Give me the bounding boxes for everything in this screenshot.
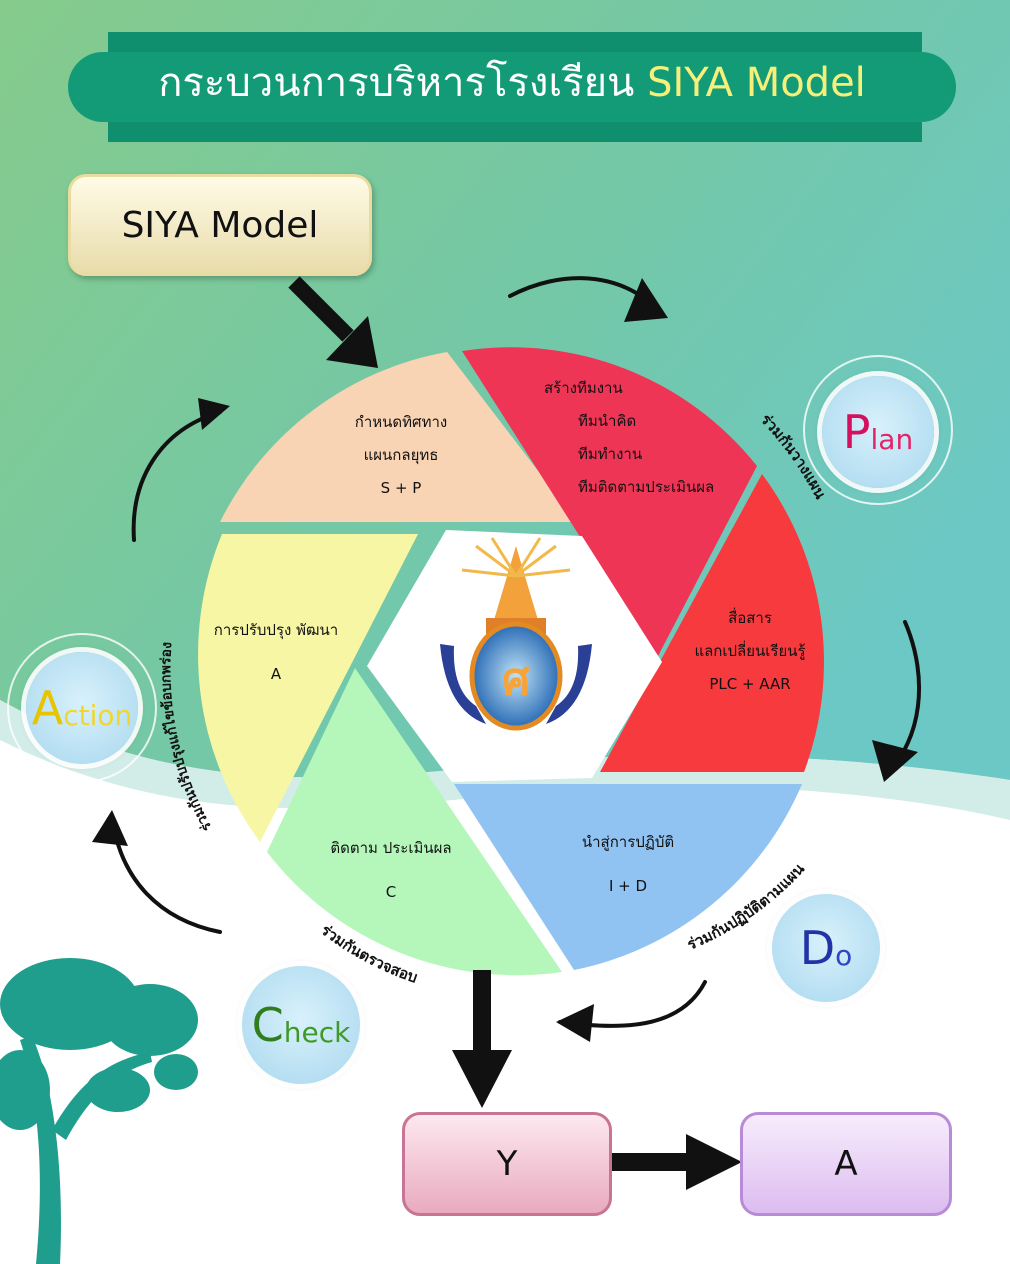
improve-line2: A [270,665,282,683]
siya-model-box: SIYA Model [68,174,372,276]
title-main: กระบวนการบริหารโรงเรียน [158,60,635,106]
plan-initial: P [842,405,871,459]
siya-model-label: SIYA Model [121,204,319,246]
school-logo: ศ [440,537,592,731]
communicate-line1: สื่อสาร [728,609,772,627]
arrow-model-to-cycle [288,276,378,368]
communicate-line2: แลกเปลี่ยนเรียนรู้ [694,642,806,660]
action-initial: A [31,681,64,735]
segment-improve-text: การปรับปรุง พัฒนา A [196,608,356,696]
communicate-line3: PLC + AAR [709,675,791,693]
team-line2: ทีมนำคิด [578,412,637,430]
decor-rings [7,355,953,1101]
svg-text:ศ: ศ [502,654,531,705]
arrow-heads [92,278,918,1042]
plan-rest: lan [870,422,914,456]
improve-line1: การปรับปรุง พัฒนา [213,621,339,639]
segment-communicate [600,474,824,772]
team-line3: ทีมทำงาน [578,445,643,463]
segment-team-text: สร้างทีมงาน ทีมนำคิด ทีมทำงาน ทีมติดตามป… [520,372,760,504]
arrow-cycle-to-y [452,970,512,1108]
segment-communicate-text: สื่อสาร แลกเปลี่ยนเรียนรู้ PLC + AAR [660,602,840,701]
do-rest: o [835,938,853,972]
strategy-line1: กำหนดทิศทาง [354,413,448,431]
arrow-y-to-a [610,1134,742,1190]
strategy-line2: แผนกลยุทธ [363,446,439,464]
page-title: กระบวนการบริหารโรงเรียน SIYA Model [68,50,956,114]
segment-implement [454,784,802,970]
team-line1: สร้างทีมงาน [544,379,623,397]
segment-improve [198,534,418,842]
segment-monitor [267,668,562,976]
monitor-line1: ติดตาม ประเมินผล [330,839,452,857]
team-line4: ทีมติดตามประเมินผล [578,478,715,496]
check-rest: heck [283,1015,351,1049]
segment-team [462,347,757,658]
implement-line2: I + D [608,877,648,895]
monitor-line2: C [385,883,397,901]
output-a-box: A [740,1112,952,1216]
segment-implement-text: นำสู่การปฏิบัติ I + D [548,820,708,908]
title-highlight: SIYA Model [647,60,866,106]
strategy-line3: S + P [380,479,422,497]
do-initial: D [799,921,836,975]
tree-silhouette [0,958,198,1264]
output-a-label: A [834,1144,858,1184]
segment-monitor-text: ติดตาม ประเมินผล C [306,826,476,914]
segment-strategy-text: กำหนดทิศทาง แผนกลยุทธ S + P [316,406,486,505]
implement-line1: นำสู่การปฏิบัติ [581,833,675,851]
title-banner [68,32,956,142]
output-y-box: Y [402,1112,612,1216]
action-rest: ction [63,698,133,732]
output-y-label: Y [496,1144,518,1184]
segment-strategy-arc [220,352,577,522]
check-initial: C [251,998,284,1052]
